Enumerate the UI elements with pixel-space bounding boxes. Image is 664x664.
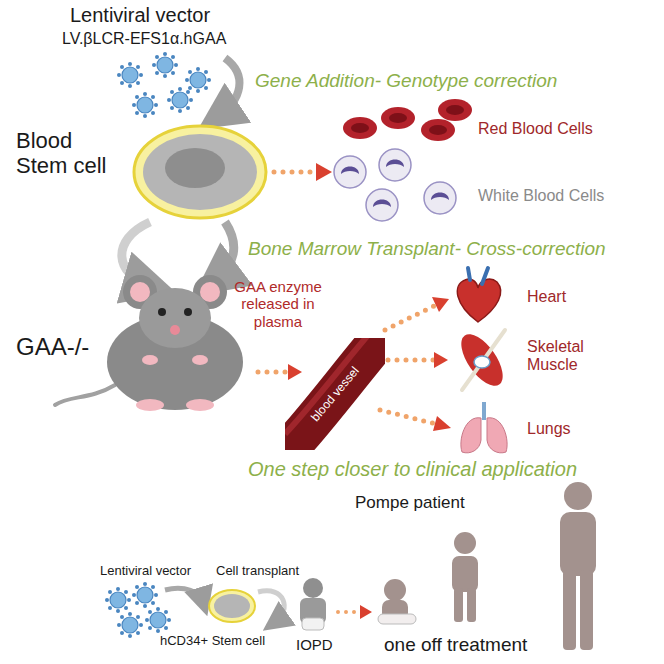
label-text: Lungs xyxy=(527,420,571,438)
label-text: Gene Addition- Genotype correction xyxy=(255,70,557,92)
label-text: Bone Marrow Transplant- Cross-correction xyxy=(248,238,606,260)
label-text: One step closer to clinical application xyxy=(248,458,577,481)
label-text: GAA enzyme released in plasma xyxy=(228,278,328,330)
label-text: Lentiviral vector xyxy=(100,564,191,579)
label-text: LV.βLCR-EFS1α.hGAA xyxy=(62,30,226,48)
label-text: Blood Stem cell xyxy=(16,128,126,179)
label-text: Lentiviral vector xyxy=(70,4,210,27)
label-text: IOPD xyxy=(296,636,333,653)
label-text: Skeletal Muscle xyxy=(527,338,607,375)
label-text: hCD34+ Stem cell xyxy=(160,634,265,649)
label-text: GAA-/- xyxy=(16,333,89,361)
label-text: White Blood Cells xyxy=(478,187,604,205)
label-text: Pompe patient xyxy=(355,493,465,513)
label-text: Cell transplant xyxy=(216,564,299,579)
label-text: one off treatment xyxy=(384,634,527,656)
vessel-shape: blood vessel xyxy=(285,338,385,450)
label-text: Red Blood Cells xyxy=(478,120,593,138)
label-text: Heart xyxy=(527,288,566,306)
